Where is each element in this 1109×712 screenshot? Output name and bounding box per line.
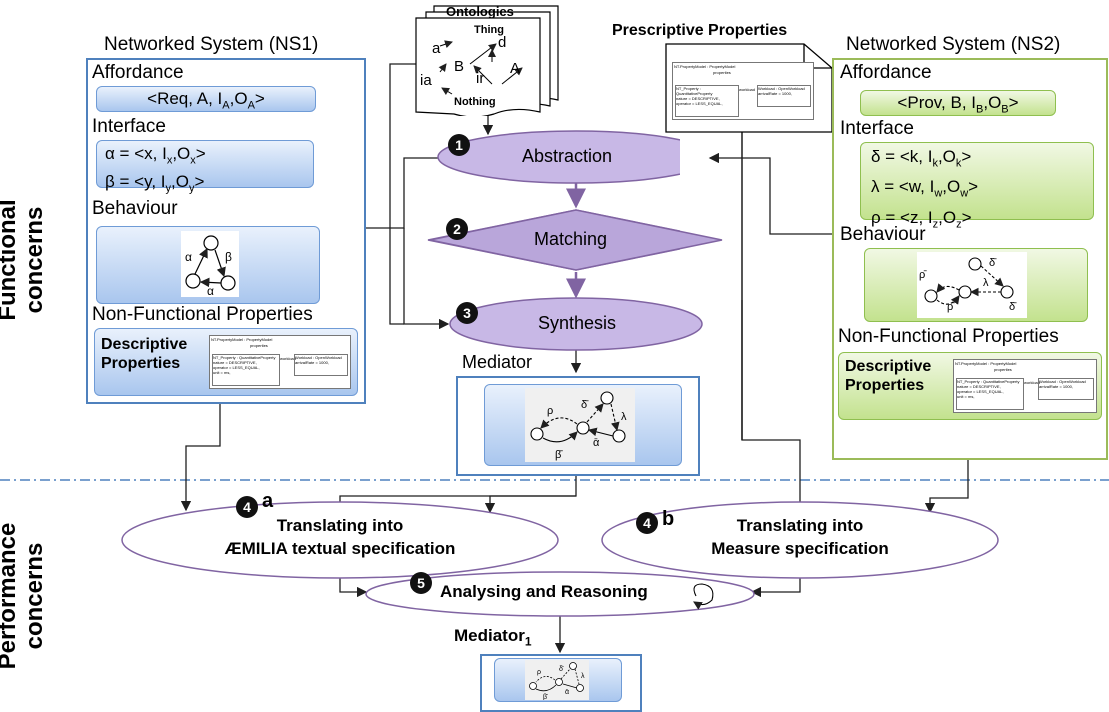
ns1-mini-right: Workload : OpenWorkload arrivalRate = 10… [294, 354, 348, 376]
svg-text:ρ̄: ρ̄ [919, 269, 927, 281]
ns2-interface-label: Interface [840, 118, 914, 139]
ns1-interface-box: α = <x, Ix,Ox> β = <y, Iy,Oy> [96, 140, 314, 195]
step-2-badge: 2 [446, 218, 468, 240]
ns2-title: Networked System (NS2) [846, 34, 1061, 55]
ns1-affordance-box: <Req, A, IA,OA> [96, 86, 316, 112]
ontologies-node-a: a [432, 40, 441, 57]
ns2-affordance-label: Affordance [840, 62, 932, 83]
ns1-mini-left: NT_Property : QuantitativeProperty natur… [212, 354, 280, 386]
synthesis-label: Synthesis [538, 313, 617, 333]
ontologies-nothing: Nothing [454, 96, 496, 108]
ontologies-node-ia: ia [420, 72, 432, 89]
step-3-badge: 3 [456, 302, 478, 324]
step-4a-letter: a [262, 490, 274, 512]
matching-diamond [429, 209, 723, 271]
ns1-descriptive-label: Descriptive Properties [101, 336, 188, 372]
svg-text:ᾱ: ᾱ [565, 689, 569, 696]
step-5-badge: 5 [410, 572, 432, 594]
abstraction-label: Abstraction [522, 146, 613, 166]
step-4b-letter: b [662, 508, 675, 530]
svg-text:δ̄: δ̄ [1009, 301, 1017, 313]
matching-label: Matching [534, 229, 608, 249]
ns1-affordance-label: Affordance [92, 62, 184, 83]
ns1-nfp-label: Non-Functional Properties [92, 304, 313, 325]
svg-text:β̄: β̄ [543, 694, 548, 700]
ns2-descriptive-box: Descriptive Properties NT.PropertyModel … [838, 352, 1102, 420]
ns2-nfp-label: Non-Functional Properties [838, 326, 1059, 347]
prescriptive-mini-right: Workload : OpenWorkload arrivalRate = 10… [757, 85, 811, 107]
step-1-badge: 1 [448, 134, 470, 156]
ns1-properties-model: NT.PropertyModel : PropertyModel propert… [209, 335, 351, 389]
svg-text:ρ̄: ρ̄ [947, 301, 955, 313]
svg-text:ᾱ: ᾱ [593, 437, 600, 449]
ns2-interface-rho: ρ = <z, Iz,Oz> [871, 207, 972, 231]
svg-text:δ̄: δ̄ [989, 257, 997, 269]
svg-text:β: β [225, 250, 232, 264]
ns2-interface-box: δ = <k, Ik,Ok> λ = <w, Iw,Ow> ρ = <z, Iz… [860, 142, 1094, 230]
mediator-box: ρ δ̄ λ ᾱ β̄ [484, 384, 682, 466]
ontologies-node-d: d [498, 34, 507, 51]
ns2-mini-left: NT_Property : QuantitativeProperty natur… [956, 378, 1024, 410]
ontologies-node-ir: ir [476, 70, 485, 87]
svg-text:λ: λ [621, 411, 627, 423]
svg-text:λ: λ [581, 673, 585, 680]
ns1-behaviour-box: α β α [96, 226, 320, 304]
svg-text:α: α [207, 284, 214, 297]
ns2-mini-right: Workload : OpenWorkload arrivalRate = 10… [1038, 378, 1094, 400]
svg-text:ρ: ρ [537, 669, 541, 676]
ns1-interface-label: Interface [92, 116, 166, 137]
final-mediator-box: ρ δ̄ λ ᾱ β̄ [494, 658, 622, 702]
ns2-behaviour-box: ρ̄ ρ̄ δ̄ λ δ̄ [864, 248, 1088, 322]
prescriptive-title: Prescriptive Properties [612, 22, 788, 39]
final-mediator-label: Mediator1 [454, 626, 532, 649]
ns1-descriptive-box: Descriptive Properties NT.PropertyModel … [94, 328, 358, 396]
ns2-properties-model: NT.PropertyModel : PropertyModel propert… [953, 359, 1097, 413]
ontologies-node-B: B [454, 58, 465, 75]
prescriptive-mini-left: NT_Property : QuantitativeProperty natur… [675, 85, 739, 117]
ns2-interface-lambda: λ = <w, Iw,Ow> [871, 177, 979, 200]
performance-shapes [121, 501, 999, 617]
translate-b-text: Translating into Measure specification [711, 516, 889, 558]
ontologies-stack [415, 5, 559, 116]
ns2-interface-delta: δ = <k, Ik,Ok> [871, 147, 972, 170]
ns1-behaviour-label: Behaviour [92, 198, 178, 219]
ns1-behaviour-lts: α β α [181, 231, 239, 297]
functional-concerns-label: Functional concerns [0, 199, 48, 321]
mediator-label: Mediator [462, 352, 533, 372]
step-4b-badge: 4 [636, 512, 658, 534]
svg-text:β̄: β̄ [555, 449, 563, 461]
ontologies-node-A: A [510, 60, 521, 77]
final-mediator-lts: ρ δ̄ λ ᾱ β̄ [525, 660, 589, 700]
svg-text:ρ: ρ [547, 405, 553, 417]
ns2-descriptive-label: Descriptive Properties [845, 358, 932, 394]
ns2-behaviour-label: Behaviour [840, 224, 926, 245]
ns2-behaviour-lts: ρ̄ ρ̄ δ̄ λ δ̄ [917, 252, 1027, 318]
svg-text:λ: λ [983, 277, 989, 289]
step-4a-badge: 4 [236, 496, 258, 518]
translate-a-text: Translating into ÆMILIA textual specific… [224, 516, 456, 558]
prescriptive-model: NT.PropertyModel : PropertyModel propert… [672, 62, 814, 120]
svg-text:δ̄: δ̄ [581, 399, 589, 411]
analysing-label: Analysing and Reasoning [440, 582, 648, 601]
ns1-interface-alpha: α = <x, Ix,Ox> [105, 144, 206, 167]
svg-text:δ̄: δ̄ [559, 666, 564, 673]
ontologies-title: Ontologies [446, 4, 514, 19]
ontologies-thing: Thing [474, 24, 504, 36]
mediator-lts: ρ δ̄ λ ᾱ β̄ [525, 388, 635, 462]
ns2-affordance-box: <Prov, B, IB,OB> [860, 90, 1056, 116]
svg-text:α: α [185, 250, 192, 264]
ns1-interface-beta: β = <y, Iy,Oy> [105, 172, 205, 195]
synthesis-ellipse [449, 297, 703, 351]
ns1-title: Networked System (NS1) [104, 34, 319, 55]
